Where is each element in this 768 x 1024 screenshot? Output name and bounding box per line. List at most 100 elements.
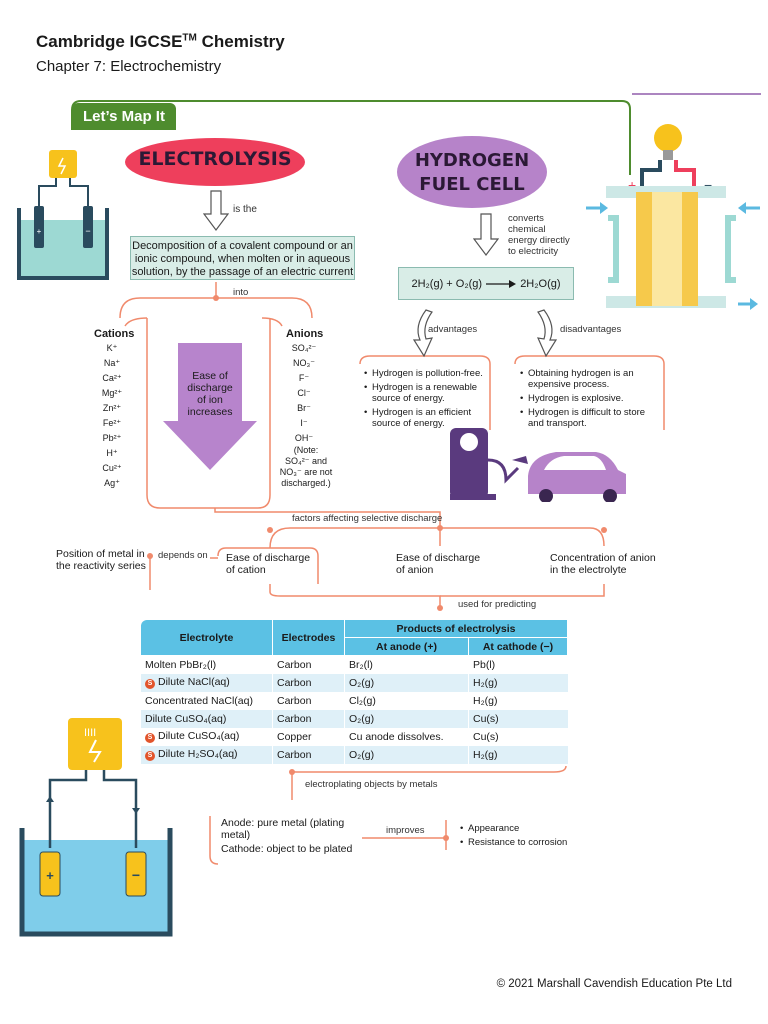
curved-arrow-icon xyxy=(536,309,558,358)
anions-note-item: discharged.) xyxy=(281,478,331,488)
ease-arrow-item: increases xyxy=(187,406,233,418)
svg-text:−: − xyxy=(132,867,140,883)
electrode-cell: Copper xyxy=(272,727,345,746)
cations-list-item: Ag⁺ xyxy=(104,478,120,488)
products-table: Electrolyte Electrodes Products of elect… xyxy=(140,619,568,764)
book-title: Cambridge IGCSETM Chemistry xyxy=(36,32,285,51)
concentration-text: Concentration of anion in the electrolyt… xyxy=(550,552,656,576)
ease-arrow-item: of ion xyxy=(197,394,223,406)
converts-text-item: energy directly xyxy=(508,235,570,246)
svg-text:IIII: IIII xyxy=(84,727,96,739)
electrolyte-cell: Concentrated NaCl(aq) xyxy=(140,691,273,710)
disadvantages-list: Obtaining hydrogen is an expensive proce… xyxy=(520,368,660,432)
electrode-cell: Carbon xyxy=(272,709,345,728)
anode-cell: Cl₂(g) xyxy=(344,691,469,710)
is-the-label: is the xyxy=(233,204,257,215)
anions-list-item: OH⁻ xyxy=(294,433,314,443)
anode-cell: O₂(g) xyxy=(344,673,469,692)
electrode-cell: Carbon xyxy=(272,691,345,710)
ease-cation-text: Ease of discharge of cation xyxy=(226,552,311,576)
electrode-cell: Carbon xyxy=(272,745,345,764)
fuel-cell-equation: 2H₂(g) + O₂(g) 2H₂O(g) xyxy=(398,267,574,300)
anions-note-item: SO₄²⁻ and xyxy=(285,456,327,466)
factors-label: factors affecting selective discharge xyxy=(292,513,443,524)
cations-list-item: Fe²⁺ xyxy=(102,418,122,428)
cations-heading: Cations xyxy=(94,328,135,340)
into-label: into xyxy=(233,287,249,298)
cations-list-item: Ca²⁺ xyxy=(102,373,122,383)
anode-cell: O₂(g) xyxy=(344,709,469,728)
position-metal-text: Position of metal in the reactivity seri… xyxy=(56,548,146,572)
cathode-cell: Cu(s) xyxy=(468,709,568,728)
cations-list-item: K⁺ xyxy=(106,343,118,353)
svg-text:−: − xyxy=(704,177,712,193)
advantages-list: Hydrogen is pollution-free. Hydrogen is a… xyxy=(364,368,488,432)
anions-heading: Anions xyxy=(286,328,324,340)
cations-list-item: Mg²⁺ xyxy=(101,388,123,398)
electroplating-anode: Anode: pure metal (plating metal) xyxy=(221,817,345,841)
converts-text-item: converts xyxy=(508,213,544,224)
anions-list-item: NO₃⁻ xyxy=(293,358,315,368)
disadv-list-item: Hydrogen is explosive. xyxy=(520,393,660,404)
copyright-footer: © 2021 Marshall Cavendish Education Pte … xyxy=(496,978,732,990)
electrolysis-oval xyxy=(125,138,305,186)
ease-anion-text: Ease of discharge of anion xyxy=(396,552,481,576)
reaction-arrow-icon xyxy=(486,280,517,289)
electroplating-label: electroplating objects by metals xyxy=(305,779,438,790)
adv-list-item: Hydrogen is pollution-free. xyxy=(364,368,488,379)
header-cathode: At cathode (−) xyxy=(468,637,568,656)
anions-note-item: NO₃⁻ are not xyxy=(279,467,333,477)
anode-cell: Br₂(l) xyxy=(344,655,469,674)
ease-arrow-item: Ease of xyxy=(192,370,228,382)
used-for-label: used for predicting xyxy=(458,599,537,610)
cathode-cell: Cu(s) xyxy=(468,727,568,746)
cathode-cell: H₂(g) xyxy=(468,673,568,692)
svg-text:+: + xyxy=(628,177,636,193)
ease-of-discharge-arrow xyxy=(163,343,257,470)
anions-list-item: F⁻ xyxy=(298,373,310,383)
disadv-list-item: Obtaining hydrogen is an expensive proce… xyxy=(520,368,660,390)
electrode-cell: Carbon xyxy=(272,655,345,674)
anions-note-item: (Note: xyxy=(293,445,319,455)
header-electrodes: Electrodes xyxy=(272,619,345,656)
electroplating-cell-icon: IIII + − xyxy=(19,718,173,937)
electrode-cell: Carbon xyxy=(272,673,345,692)
header-products: Products of electrolysis xyxy=(344,619,568,638)
cations-list-item: H⁺ xyxy=(106,448,118,458)
header-anode: At anode (+) xyxy=(344,637,469,656)
svg-text:−: − xyxy=(85,226,90,236)
ease-arrow-item: discharge xyxy=(187,382,233,394)
header-electrolyte: Electrolyte xyxy=(140,619,273,656)
converts-text-item: to electricity xyxy=(508,246,559,257)
anions-list-item: SO₄²⁻ xyxy=(291,343,317,353)
light-bulb-icon xyxy=(654,124,682,160)
hydrogen-pump-and-car-icon xyxy=(450,428,626,502)
electroplating-cathode: Cathode: object to be plated xyxy=(221,843,353,855)
anions-list-item: I⁻ xyxy=(300,418,308,428)
electrolyte-cell: Dilute CuSO₄(aq) xyxy=(140,709,273,728)
anode-cell: Cu anode dissolves. xyxy=(344,727,469,746)
anions-list-item: Cl⁻ xyxy=(297,388,311,398)
anions-list-item: Br⁻ xyxy=(297,403,311,413)
cations-list-item: Zn²⁺ xyxy=(102,403,122,413)
curved-arrow-icon xyxy=(412,309,434,358)
cations-list: K⁺Na⁺Ca²⁺Mg²⁺Zn²⁺Fe²⁺Pb²⁺H⁺Cu²⁺Ag⁺ xyxy=(96,341,128,491)
disadvantages-label: disadvantages xyxy=(560,324,622,335)
adv-list-item: Hydrogen is a renewable source of energy… xyxy=(364,382,488,404)
converts-text-item: chemical xyxy=(508,224,546,235)
cathode-cell: H₂(g) xyxy=(468,691,568,710)
svg-text:+: + xyxy=(37,227,42,236)
syllabus-s-badge-icon: S xyxy=(145,679,155,689)
cathode-cell: H₂(g) xyxy=(468,745,568,764)
anode-cell: O₂(g) xyxy=(344,745,469,764)
